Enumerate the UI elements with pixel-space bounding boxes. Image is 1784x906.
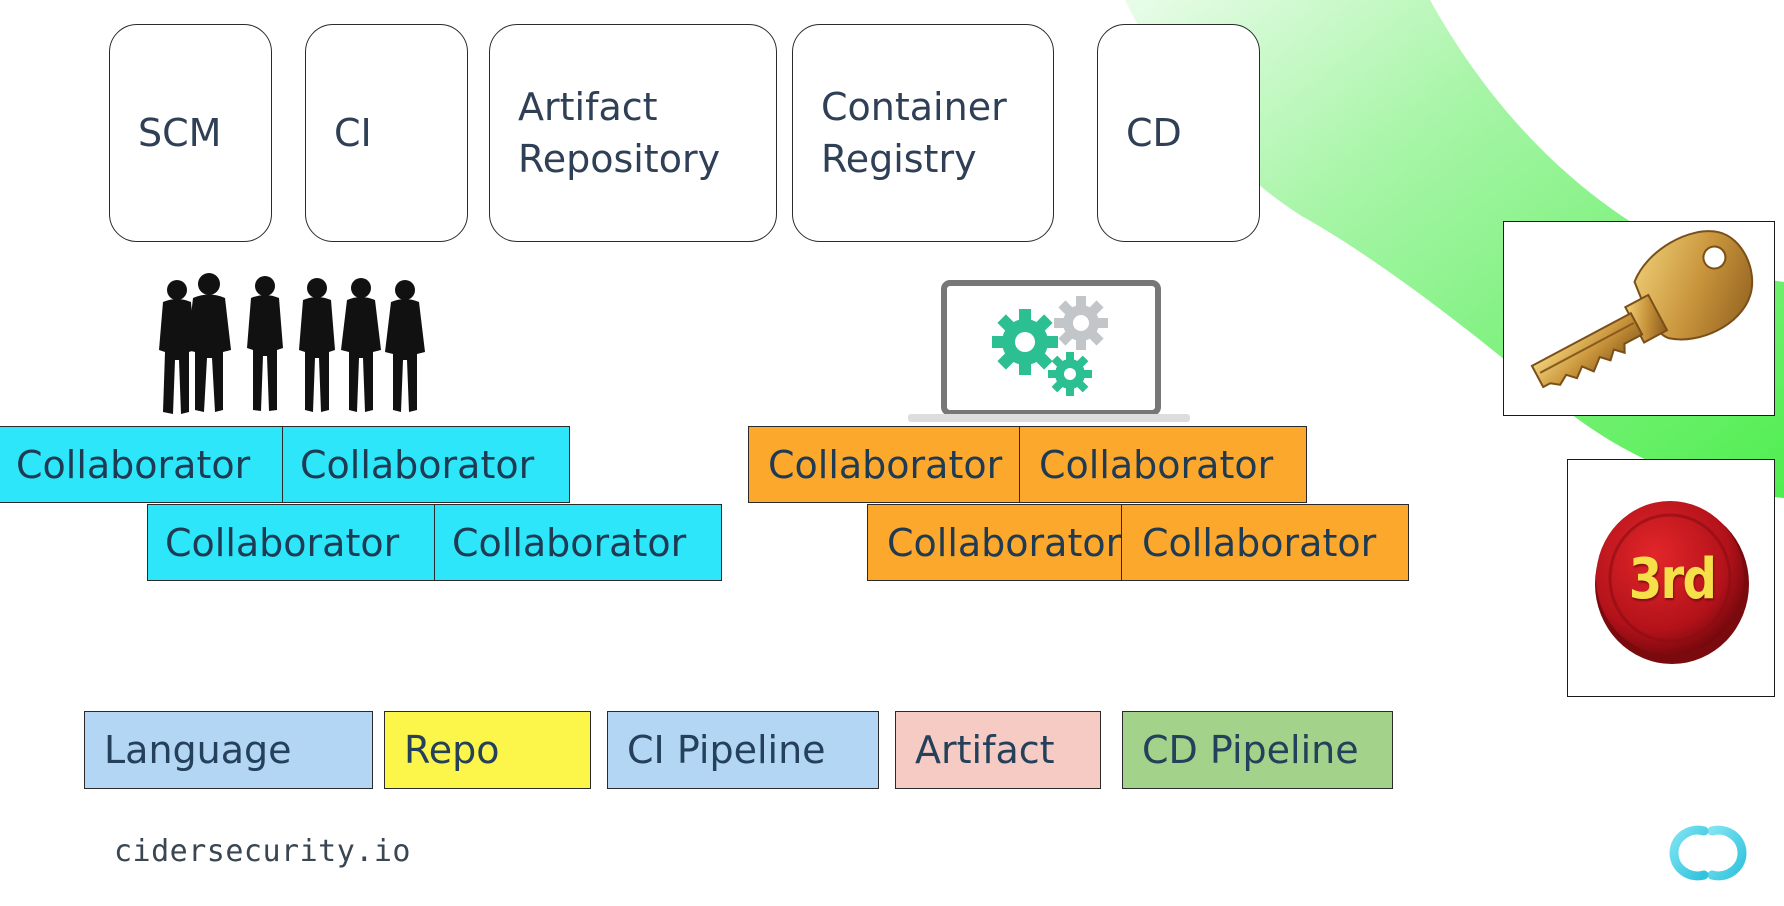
machine-collaborator-box: Collaborator <box>748 426 1020 503</box>
people-silhouettes-icon <box>159 273 425 414</box>
legend-artifact: Artifact <box>895 711 1101 789</box>
machine-collaborator-box: Collaborator <box>1121 504 1409 581</box>
stage-container-registry: Container Registry <box>792 24 1054 242</box>
human-collaborator-box: Collaborator <box>282 426 570 503</box>
legend-language: Language <box>84 711 373 789</box>
footer-domain: cidersecurity.io <box>114 834 411 869</box>
machine-collaborator-box: Collaborator <box>1019 426 1307 503</box>
stage-artifact-repository: Artifact Repository <box>489 24 777 242</box>
key-image <box>1503 221 1775 416</box>
laptop-gears-icon <box>908 280 1190 422</box>
legend-repo: Repo <box>384 711 591 789</box>
stage-scm: SCM <box>109 24 272 242</box>
key-icon <box>1530 230 1754 389</box>
stage-cd: CD <box>1097 24 1260 242</box>
machine-collaborator-box: Collaborator <box>867 504 1123 581</box>
human-collaborator-box: Collaborator <box>0 426 283 503</box>
legend-cd-pipeline: CD Pipeline <box>1122 711 1393 789</box>
human-collaborator-box: Collaborator <box>434 504 722 581</box>
third-party-badge: 3rd <box>1567 459 1775 697</box>
cider-logo-icon <box>1669 825 1747 881</box>
legend-ci-pipeline: CI Pipeline <box>607 711 879 789</box>
human-collaborator-box: Collaborator <box>147 504 435 581</box>
stage-ci: CI <box>305 24 468 242</box>
third-party-badge-icon <box>1595 501 1749 664</box>
third-party-badge-label: 3rd <box>1628 546 1717 612</box>
